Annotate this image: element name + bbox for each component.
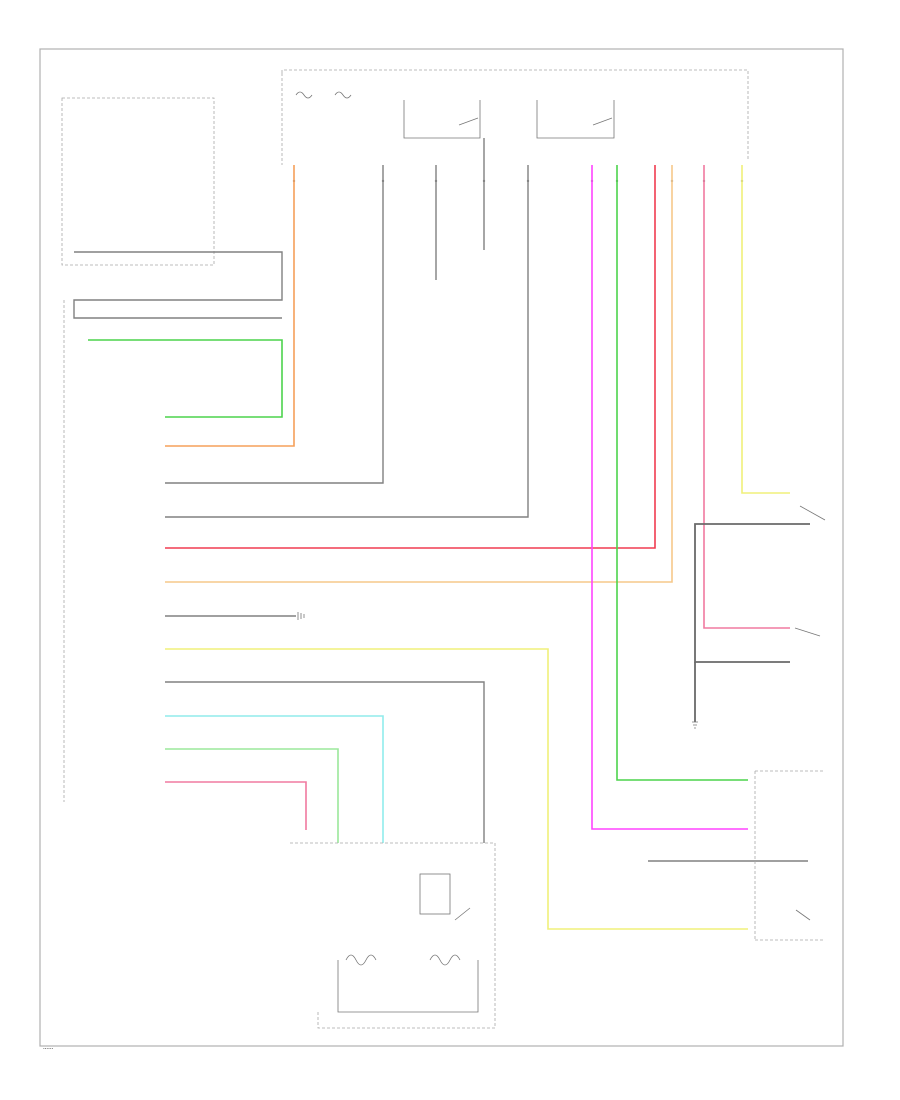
left-module-box <box>61 97 215 266</box>
wire-dark-right <box>694 523 810 663</box>
motor-assembly-box <box>290 842 496 1029</box>
motor-icon <box>337 873 479 1013</box>
wire-dark-517 <box>165 165 529 518</box>
wire-magenta <box>591 165 748 830</box>
wire-yellow-right <box>741 165 790 494</box>
diagram-frame <box>39 48 844 1047</box>
right-module-box <box>754 770 825 941</box>
switch-icon <box>403 100 615 139</box>
ground-icon <box>692 721 698 729</box>
wire-yellow <box>165 648 748 930</box>
ground-icon <box>297 612 305 620</box>
wire-pink-right <box>703 165 790 629</box>
wire-gray-682 <box>165 681 485 843</box>
fuse-block-outline <box>281 69 749 160</box>
wire-light-green <box>165 748 339 843</box>
wire-orange <box>165 165 295 447</box>
wire-green-right <box>616 165 748 781</box>
wire-pink <box>165 781 307 830</box>
wire-green <box>88 339 283 418</box>
wire-cyan <box>165 715 384 843</box>
wire-left-top <box>73 251 283 319</box>
switch-icon <box>794 505 826 921</box>
splice-icon <box>292 179 744 183</box>
wire-red <box>165 165 656 549</box>
fuse-icon <box>295 91 352 99</box>
wire-orange-light <box>165 165 673 583</box>
wire-gray-483 <box>165 165 384 484</box>
reference-code: ······ <box>43 1047 54 1052</box>
